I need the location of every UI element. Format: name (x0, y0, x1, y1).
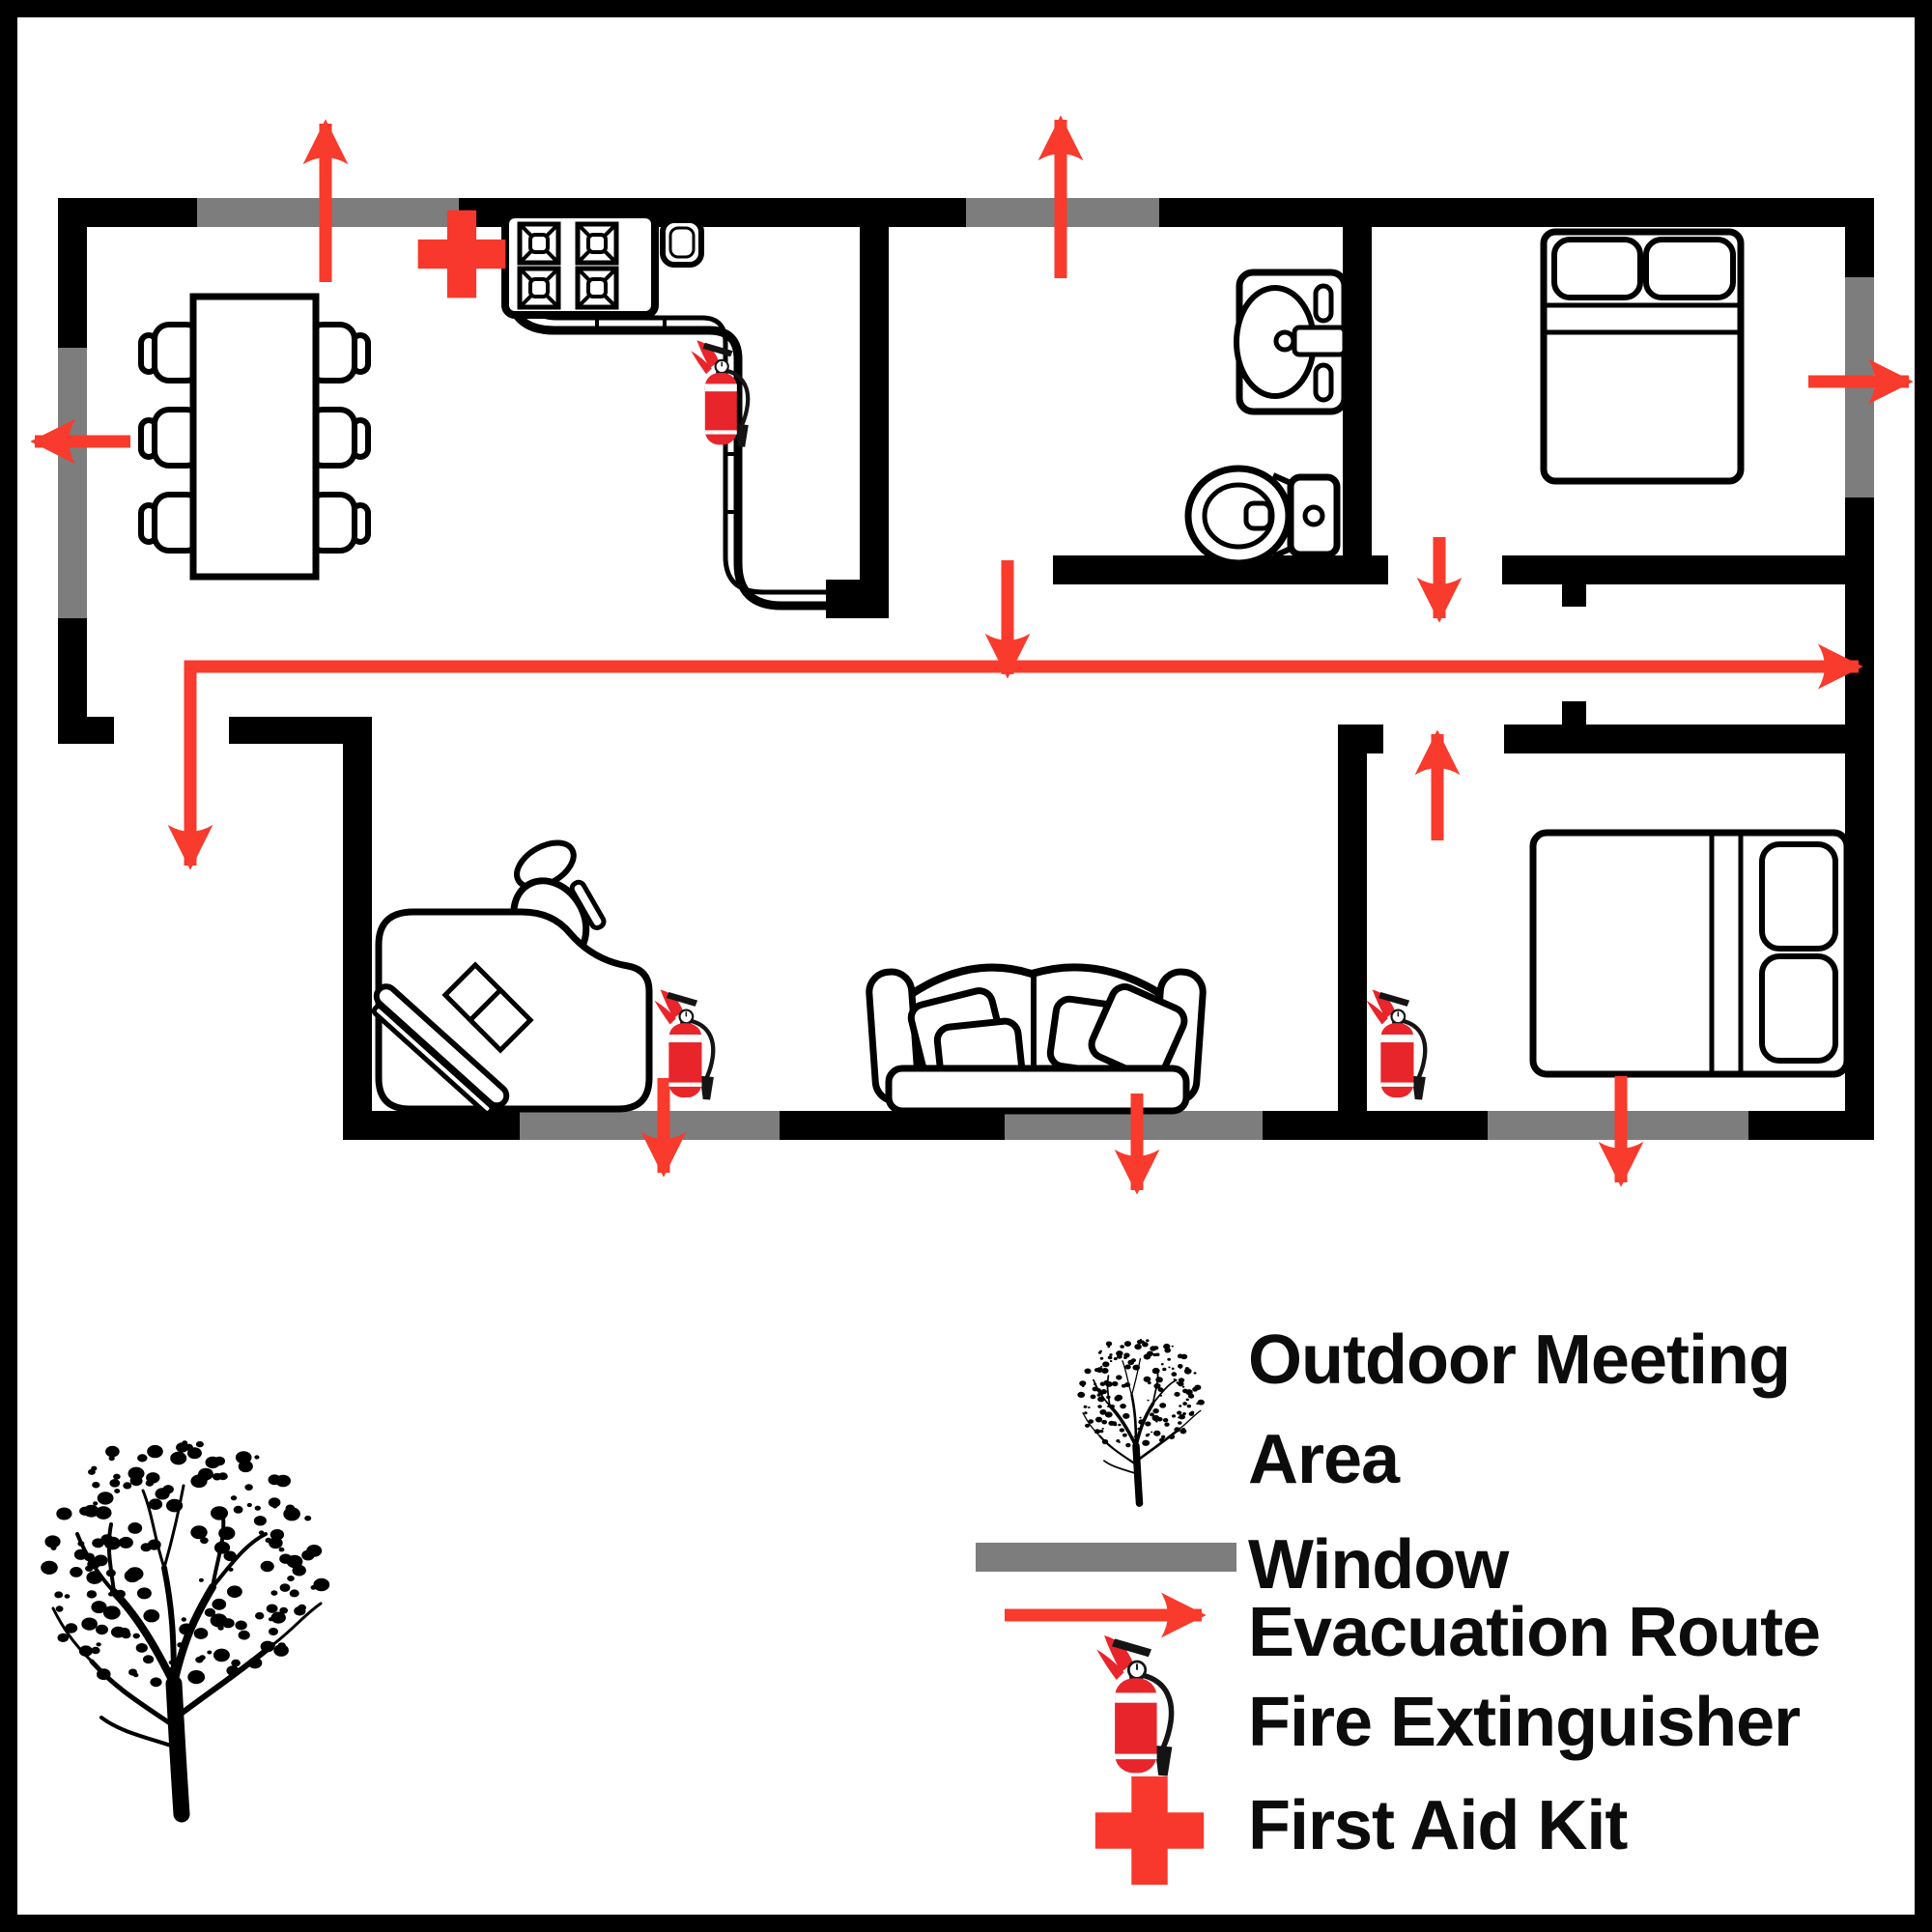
desk-papers (441, 961, 534, 1054)
route-main-corridor (167, 643, 1863, 870)
wall-office-left (343, 717, 372, 1140)
legend-label-outdoor-meeting-area: Outdoor Meeting Area (1248, 1321, 1791, 1498)
legend-label-evacuation-route: Evacuation Route (1248, 1594, 1821, 1671)
bed-bedroom1 (1540, 228, 1745, 485)
whiteboard (371, 983, 510, 1116)
legend-icons (976, 1339, 1236, 1886)
kitchen (501, 211, 860, 611)
first-aid-kit-icon (1094, 1776, 1205, 1886)
sofa (866, 963, 1207, 1115)
wall-bedroom2-top (1504, 724, 1874, 753)
legend-label-fire-extinguisher: Fire Extinguisher (1248, 1684, 1801, 1761)
tree-icon (1077, 1339, 1205, 1503)
window-left-dining (58, 348, 87, 618)
wall-kitchen-divider-foot (826, 580, 889, 618)
fire-extinguisher-icon (1096, 1635, 1172, 1776)
legend-label-first-aid-kit: First Aid Kit (1248, 1787, 1628, 1864)
fire-extinguisher-icon (1366, 989, 1425, 1099)
bed-bedroom2 (1529, 829, 1851, 1078)
legend-label-window: Window (1248, 1526, 1509, 1604)
wall-mid-b-stub (1562, 584, 1586, 607)
wall-bedroom2-top-stub (1562, 701, 1586, 724)
tree-icon (41, 1440, 329, 1814)
wall-office-top-stub (229, 717, 372, 744)
bathroom (1184, 269, 1349, 567)
dining-table (189, 293, 320, 581)
office-desk-area (371, 839, 653, 1116)
evacuation-routes (30, 115, 1914, 1195)
wall-bedroom2-left (1338, 724, 1367, 1140)
wall-mid-b (1502, 555, 1874, 584)
wall-kitchen-divider (860, 198, 889, 618)
wall-left-foot (58, 717, 114, 744)
window-bottom-office (520, 1111, 780, 1140)
window-swatch-icon (976, 1543, 1236, 1572)
dining-table-set (141, 293, 368, 581)
